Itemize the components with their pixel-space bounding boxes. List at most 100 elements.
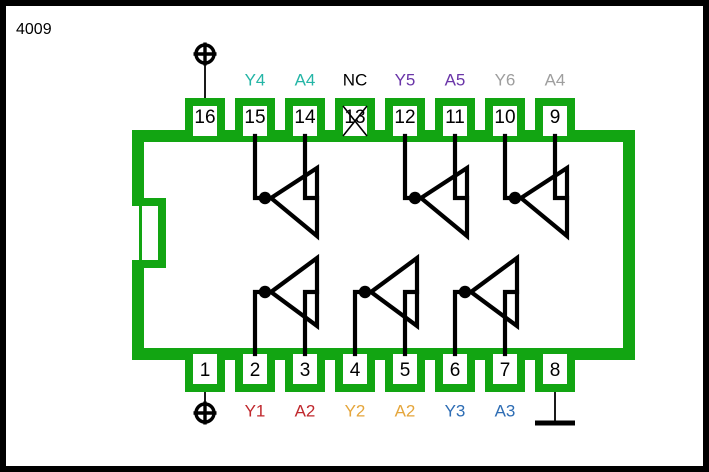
pad-inner bbox=[293, 106, 317, 136]
pin-number-1: 1 bbox=[200, 360, 211, 381]
pin-number-12: 12 bbox=[394, 107, 415, 128]
pad-inner bbox=[343, 354, 367, 384]
gate-triangle bbox=[367, 253, 420, 331]
inverter-gates bbox=[252, 133, 570, 357]
gate-bottom-2 bbox=[352, 253, 420, 357]
pin-number-5: 5 bbox=[400, 360, 411, 381]
gate-triangle bbox=[417, 164, 470, 241]
gate-output-lead bbox=[502, 133, 515, 201]
pad-inner bbox=[543, 354, 567, 384]
gate-output-lead bbox=[452, 289, 465, 357]
pin-pad-12[interactable]: 12 bbox=[385, 98, 425, 136]
pad-inner bbox=[243, 106, 267, 136]
gate-bottom-1 bbox=[252, 253, 320, 357]
pad-inner bbox=[393, 106, 417, 136]
gate-output-lead bbox=[402, 133, 415, 201]
pin-number-16: 16 bbox=[194, 107, 215, 128]
pin-label-12: Y5 bbox=[395, 70, 416, 89]
gate-input-lead bbox=[302, 133, 320, 201]
pin-label-9: A4 bbox=[545, 70, 566, 89]
nc-cross-pin-13 bbox=[342, 105, 368, 137]
pin-label-14: A4 bbox=[295, 70, 316, 89]
pad-inner bbox=[243, 354, 267, 384]
gate-inversion-bubble bbox=[358, 285, 372, 299]
pin-label-15: Y4 bbox=[245, 70, 266, 89]
pad-inner bbox=[443, 354, 467, 384]
pad-inner bbox=[493, 354, 517, 384]
pin-number-8: 8 bbox=[550, 360, 561, 381]
pin-label-10: Y6 bbox=[495, 70, 516, 89]
gate-input-lead bbox=[402, 289, 420, 357]
pin-number-14: 14 bbox=[294, 107, 316, 128]
pin-pad-3[interactable]: 3 bbox=[285, 354, 325, 392]
pin-markers bbox=[193, 42, 575, 426]
pin-pad-16[interactable]: 16 bbox=[185, 98, 225, 136]
pin-pad-7[interactable]: 7 bbox=[485, 354, 525, 392]
gate-inversion-bubble bbox=[408, 191, 422, 205]
pin-pad-9[interactable]: 9 bbox=[535, 98, 575, 136]
gate-triangle bbox=[467, 253, 520, 331]
pad-inner bbox=[193, 354, 217, 384]
vcc-symbol-pin-16 bbox=[193, 42, 217, 66]
vcc-symbol-pin-1 bbox=[193, 401, 217, 425]
pin-number-9: 9 bbox=[550, 107, 561, 128]
package-notch bbox=[132, 198, 166, 268]
pad-inner bbox=[293, 354, 317, 384]
notch-cutout bbox=[132, 206, 139, 260]
gate-inversion-bubble bbox=[258, 285, 272, 299]
pin-pad-11[interactable]: 11 bbox=[435, 98, 475, 136]
pin-label-3: A2 bbox=[295, 401, 316, 420]
pin-number-2: 2 bbox=[250, 360, 261, 381]
pad-inner bbox=[543, 106, 567, 136]
pin-number-11: 11 bbox=[445, 107, 465, 128]
pin-label-11: A5 bbox=[445, 70, 466, 89]
pin-label-2: Y1 bbox=[245, 401, 266, 420]
pin-number-7: 7 bbox=[500, 360, 511, 381]
pin-pad-10[interactable]: 10 bbox=[485, 98, 525, 136]
pin-pad-6[interactable]: 6 bbox=[435, 354, 475, 392]
pad-inner bbox=[443, 106, 467, 136]
pin-number-10: 10 bbox=[494, 107, 515, 128]
gate-top-3 bbox=[502, 133, 570, 241]
pin-number-13: 13 bbox=[344, 107, 365, 128]
gate-input-lead bbox=[302, 289, 320, 357]
gate-input-lead bbox=[452, 133, 470, 201]
pin-label-6: Y3 bbox=[445, 401, 466, 420]
gate-triangle bbox=[517, 164, 570, 241]
pin-pad-5[interactable]: 5 bbox=[385, 354, 425, 392]
gate-inversion-bubble bbox=[508, 191, 522, 205]
gate-output-lead bbox=[352, 289, 365, 357]
gate-input-lead bbox=[552, 133, 570, 201]
pad-inner bbox=[493, 106, 517, 136]
pin-pad-13[interactable]: 13 bbox=[335, 98, 375, 136]
pin-number-6: 6 bbox=[450, 360, 461, 381]
gate-inversion-bubble bbox=[458, 285, 472, 299]
pad-inner bbox=[193, 106, 217, 136]
pin-label-13: NC bbox=[343, 70, 368, 89]
gate-inversion-bubble bbox=[258, 191, 272, 205]
notch-rect bbox=[134, 198, 166, 268]
gate-top-1 bbox=[252, 133, 320, 241]
gate-output-lead bbox=[252, 289, 265, 357]
gate-bottom-3 bbox=[452, 253, 520, 357]
pin-number-15: 15 bbox=[244, 107, 265, 128]
pin-pad-1[interactable]: 1 bbox=[185, 354, 225, 392]
pin-pad-14[interactable]: 14 bbox=[285, 98, 325, 136]
pin-pad-4[interactable]: 4 bbox=[335, 354, 375, 392]
pad-inner bbox=[393, 354, 417, 384]
pin-pad-8[interactable]: 8 bbox=[535, 354, 575, 392]
pin-number-3: 3 bbox=[300, 360, 311, 381]
gate-top-2 bbox=[402, 133, 470, 241]
gate-output-lead bbox=[252, 133, 265, 201]
gate-triangle bbox=[267, 253, 320, 331]
pin-pad-15[interactable]: 15 bbox=[235, 98, 275, 136]
pin-label-4: Y2 bbox=[345, 401, 366, 420]
nc-cross-line bbox=[342, 105, 368, 137]
pin-number-4: 4 bbox=[350, 360, 361, 381]
pin-pad-2[interactable]: 2 bbox=[235, 354, 275, 392]
